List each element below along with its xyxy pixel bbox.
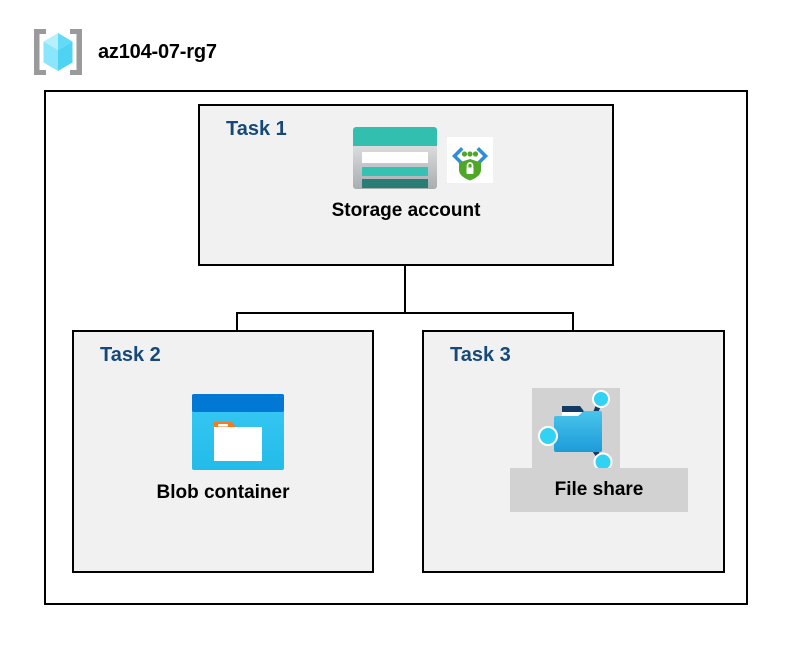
connector-storage-trunk <box>404 266 406 314</box>
task-3-label: Task 3 <box>450 344 511 366</box>
task-1-label: Task 1 <box>226 118 287 140</box>
file-share-caption: File share <box>510 468 688 512</box>
storage-account-caption: Storage account <box>331 200 481 221</box>
connector-horizontal-bar <box>236 312 574 314</box>
resource-group-icon <box>30 26 86 78</box>
resource-group-header: az104-07-rg7 <box>30 26 217 78</box>
blob-container-caption: Blob container <box>156 482 290 503</box>
task-2-label: Task 2 <box>100 344 161 366</box>
resource-group-title: az104-07-rg7 <box>98 40 217 63</box>
